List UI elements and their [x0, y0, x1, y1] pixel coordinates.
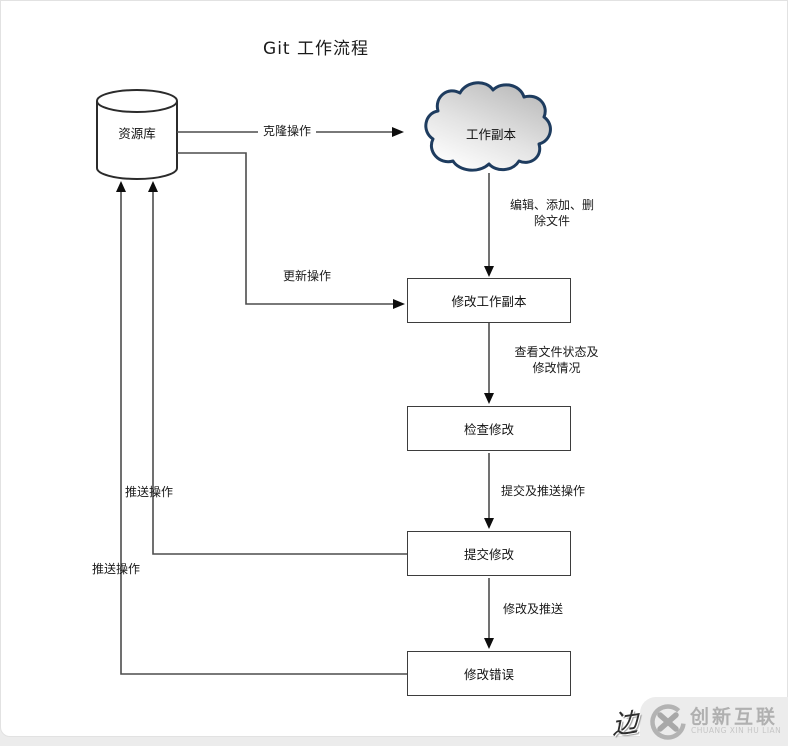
edge-update [177, 152, 405, 309]
edge-label-commit-push: 提交及推送操作 [501, 484, 586, 498]
edge-edit [484, 173, 494, 277]
edge-label-push-1: 推送操作 [125, 485, 174, 499]
edge-commit-push [484, 453, 494, 529]
edge-push-from-commit [148, 181, 407, 555]
node-repository-label: 资源库 [118, 126, 156, 141]
edge-label-edit-line2: 除文件 [533, 213, 570, 228]
node-commit-changes-label: 提交修改 [463, 547, 514, 562]
node-check-changes-label: 检查修改 [463, 422, 514, 437]
edge-label-modify-push: 修改及推送 [503, 602, 564, 616]
logo-subtext: CHUANG XIN HU LIAN [691, 726, 782, 735]
node-check-changes: 检查修改 [407, 406, 571, 451]
edge-label-push-2: 推送操作 [92, 562, 141, 576]
logo-name-text: 创新互联 [690, 706, 779, 728]
edge-status [484, 323, 494, 404]
node-modify-working-copy: 修改工作副本 [407, 278, 571, 323]
edge-label-status: 查看文件状态及 修改情况 [499, 345, 614, 376]
edge-label-update: 更新操作 [283, 269, 332, 283]
edge-modify-push [484, 578, 494, 649]
diagram-title: Git 工作流程 [263, 39, 369, 59]
node-working-copy-label: 工作副本 [465, 127, 516, 142]
edge-label-edit: 编辑、添加、删 除文件 [497, 198, 607, 229]
node-commit-changes: 提交修改 [407, 531, 571, 576]
node-modify-working-copy-label: 修改工作副本 [451, 294, 527, 309]
node-fix-errors-label: 修改错误 [463, 667, 514, 682]
edge-label-status-line1: 查看文件状态及 [514, 345, 599, 359]
edge-label-clone: 克隆操作 [258, 124, 317, 140]
working-copy-cloud-shape [424, 81, 552, 172]
edge-label-edit-line1: 编辑、添加、删 [509, 198, 594, 212]
node-fix-errors: 修改错误 [407, 651, 571, 696]
repository-cylinder-shape [96, 89, 178, 180]
edge-label-status-line2: 修改情况 [532, 360, 581, 375]
cx-logo-icon [650, 704, 686, 740]
edge-push-from-fix [116, 181, 407, 675]
seal-glyph: 边 [611, 707, 639, 742]
